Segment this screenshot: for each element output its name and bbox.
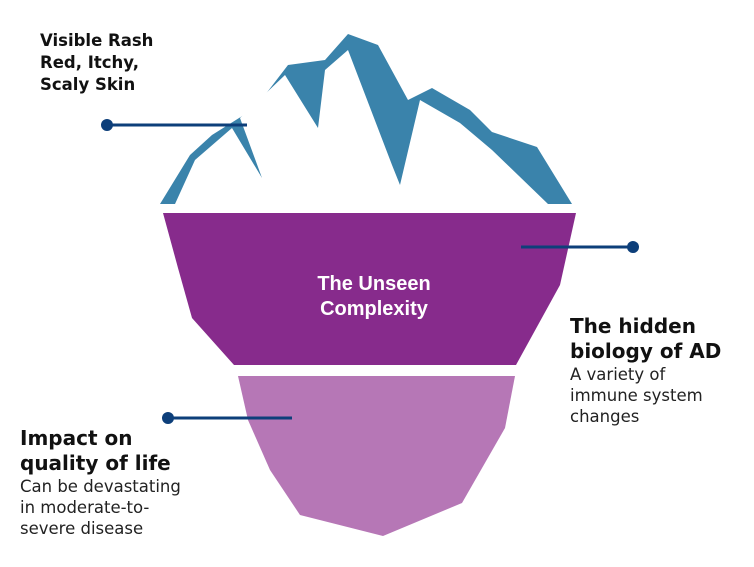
visible-rash-line-3: Scaly Skin (40, 75, 136, 94)
hidden-biology-title-line-2: biology of AD (570, 339, 722, 363)
hidden-biology-body-line-1: A variety of (570, 365, 666, 384)
hidden-biology-body-line-2: immune system (570, 386, 703, 405)
quality-of-life-title: Impact on quality of life (20, 426, 181, 476)
hidden-biology-body-line-3: changes (570, 407, 640, 426)
quality-of-life-body-line-1: Can be devastating (20, 477, 181, 496)
hidden-biology-callout: The hidden biology of AD A variety of im… (570, 314, 721, 427)
hidden-biology-body: A variety of immune system changes (570, 364, 721, 427)
bottom-section (238, 376, 515, 536)
quality-of-life-body-line-3: severe disease (20, 519, 144, 538)
hidden-biology-title: The hidden biology of AD (570, 314, 721, 364)
visible-rash-line-2: Red, Itchy, (40, 53, 140, 72)
quality-of-life-body: Can be devastating in moderate-to- sever… (20, 476, 181, 539)
visible-rash-callout: Visible Rash Red, Itchy, Scaly Skin (40, 30, 153, 96)
quality-of-life-callout: Impact on quality of life Can be devasta… (20, 426, 181, 539)
quality-of-life-title-line-1: Impact on (20, 426, 133, 450)
iceberg-snow (175, 50, 548, 204)
hidden-biology-title-line-1: The hidden (570, 314, 696, 338)
visible-rash-line-1: Visible Rash (40, 31, 154, 50)
middle-band-label-line-2: Complexity (320, 298, 429, 320)
middle-band-label-line-1: The Unseen (317, 273, 430, 295)
quality-of-life-body-line-2: in moderate-to- (20, 498, 150, 517)
quality-of-life-title-line-2: quality of life (20, 451, 171, 475)
middle-band (163, 213, 576, 365)
